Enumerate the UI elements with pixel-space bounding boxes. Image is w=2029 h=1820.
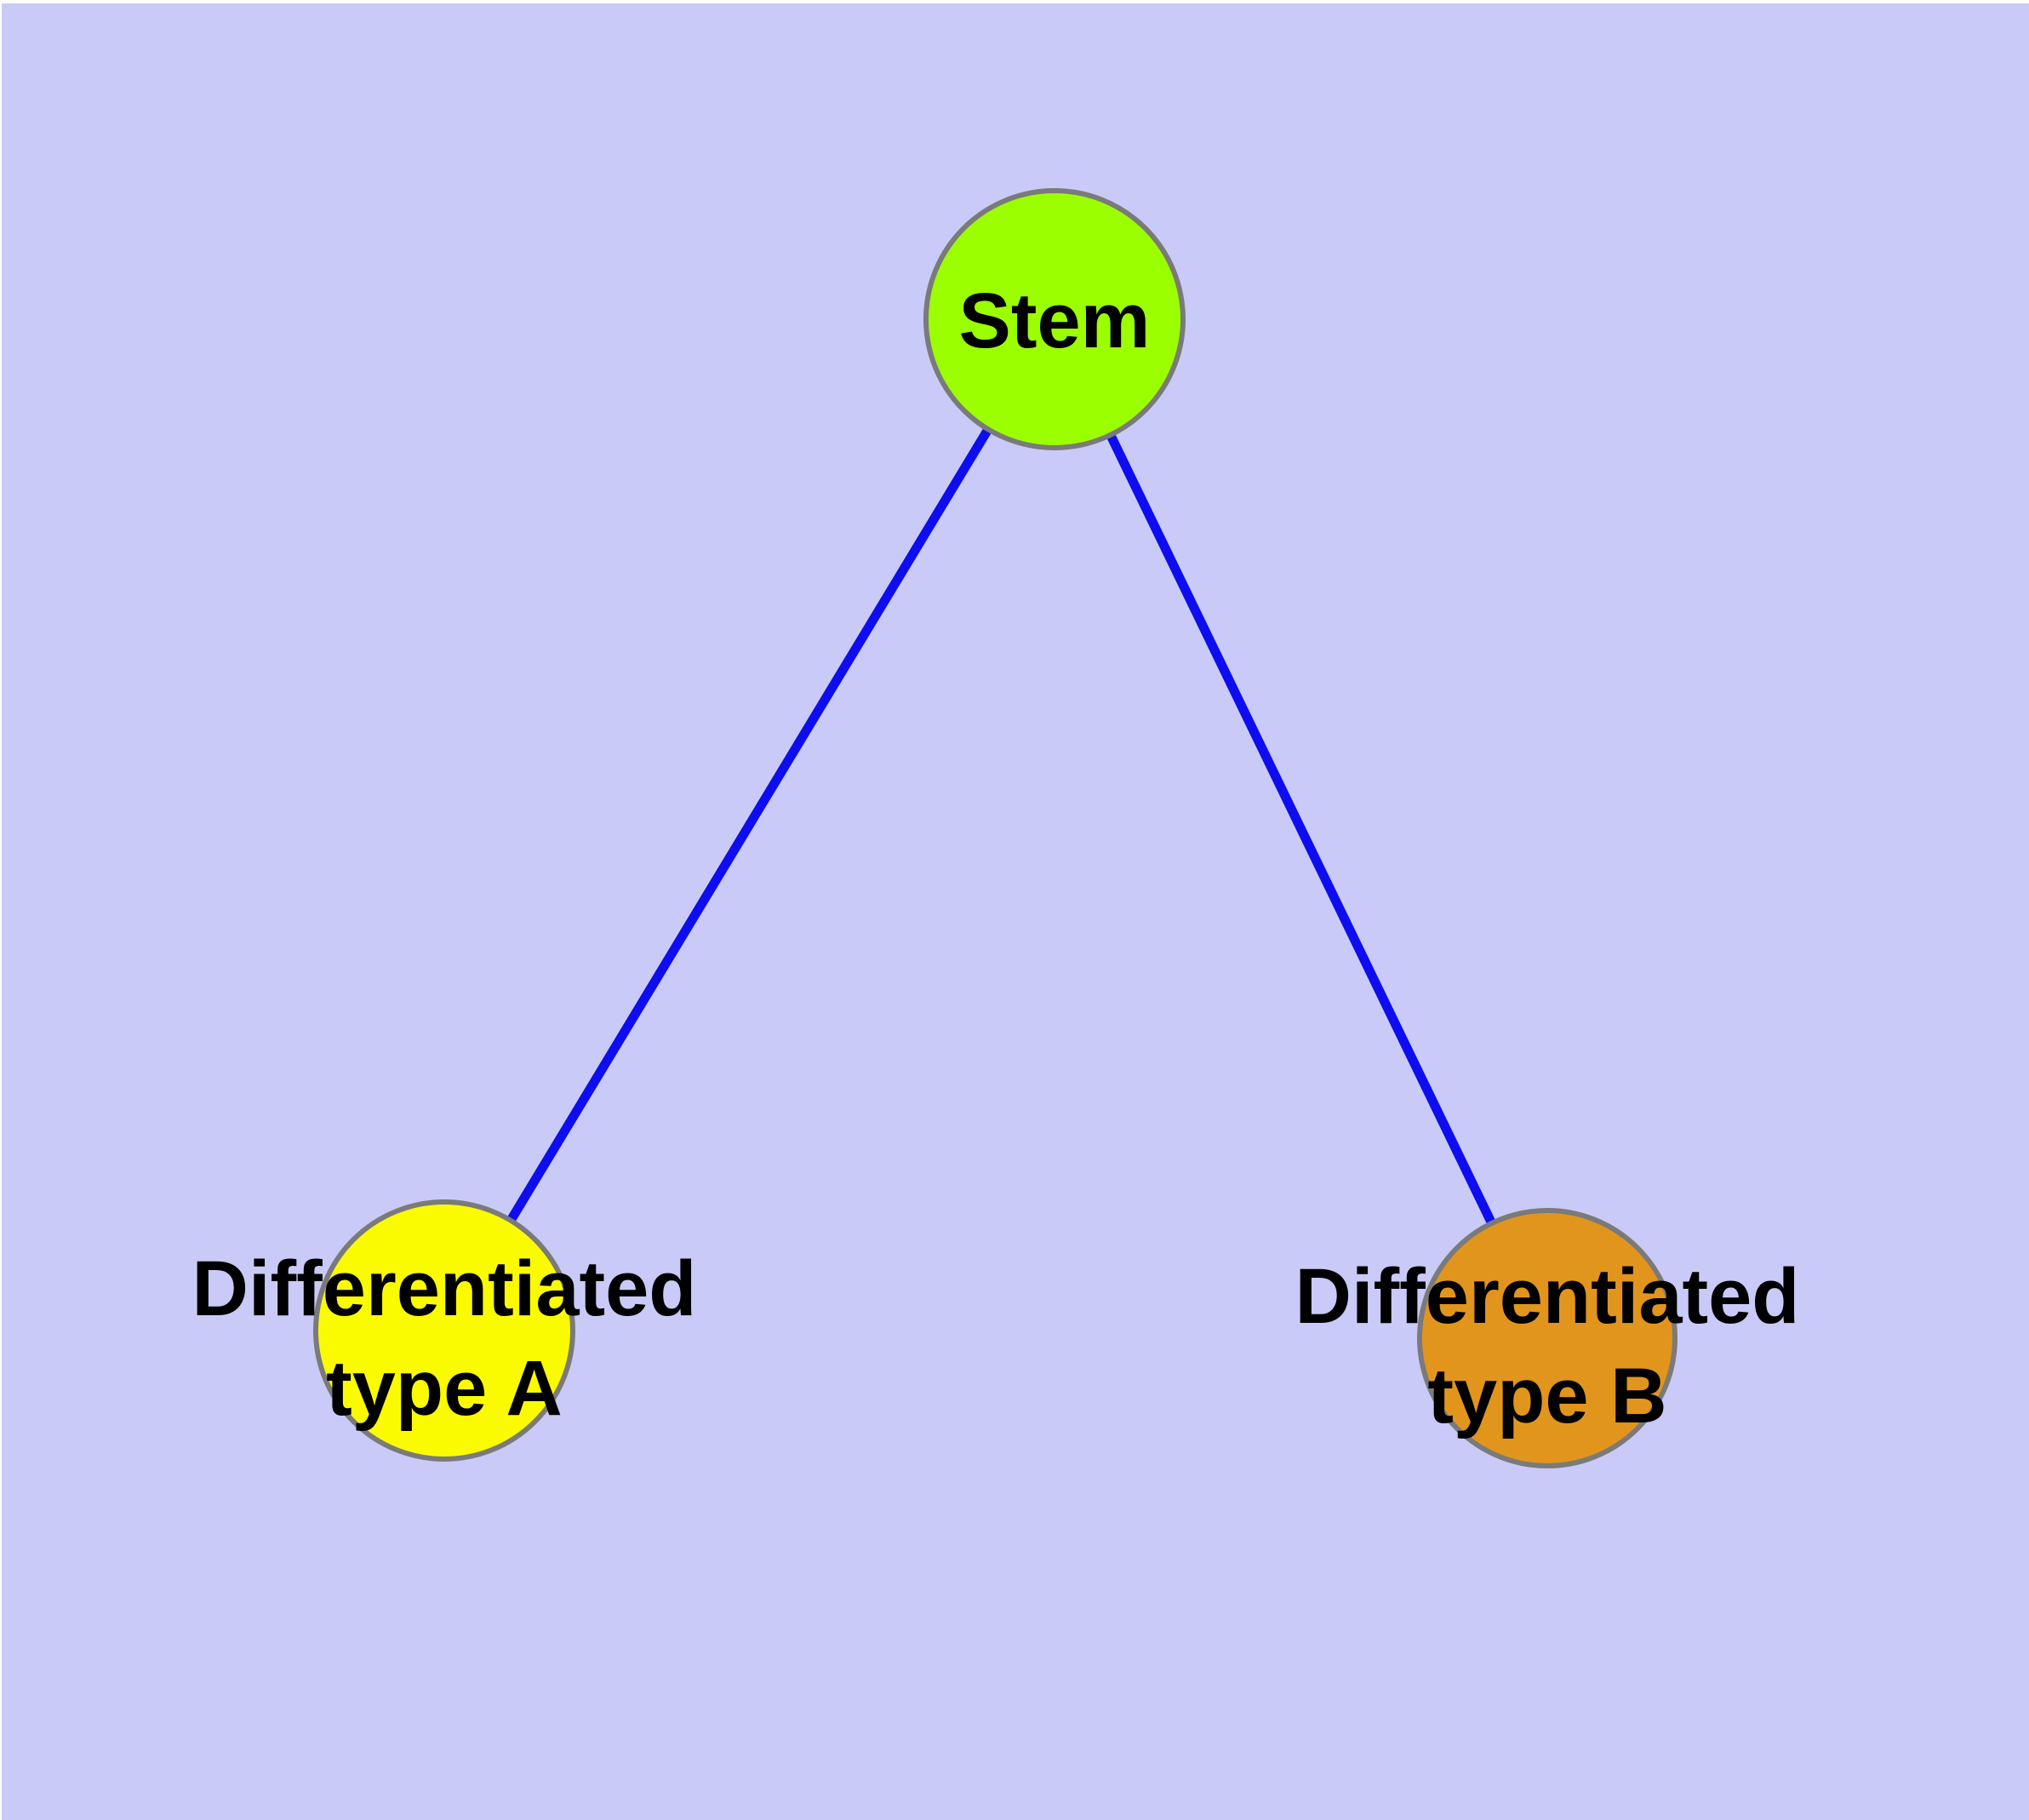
edge-stem-type-a [440, 317, 1059, 1333]
node-type-a [313, 1199, 575, 1462]
node-type-a-label-line-1: Differentiated [192, 1245, 697, 1332]
node-type-b [1417, 1208, 1677, 1468]
node-stem [923, 188, 1186, 450]
node-type-a-label-line-2: type A [326, 1345, 563, 1432]
node-type-b-label-line-1: Differentiated [1295, 1253, 1800, 1340]
node-type-b-label-line-2: type B [1427, 1353, 1666, 1439]
node-type-b-label: Differentiated type B [1295, 1253, 1800, 1439]
node-stem-label: Stem [959, 278, 1151, 364]
node-stem-label-line-1: Stem [959, 278, 1151, 364]
node-type-a-label: Differentiated type A [192, 1245, 697, 1432]
edge-stem-type-b [1050, 317, 1552, 1341]
